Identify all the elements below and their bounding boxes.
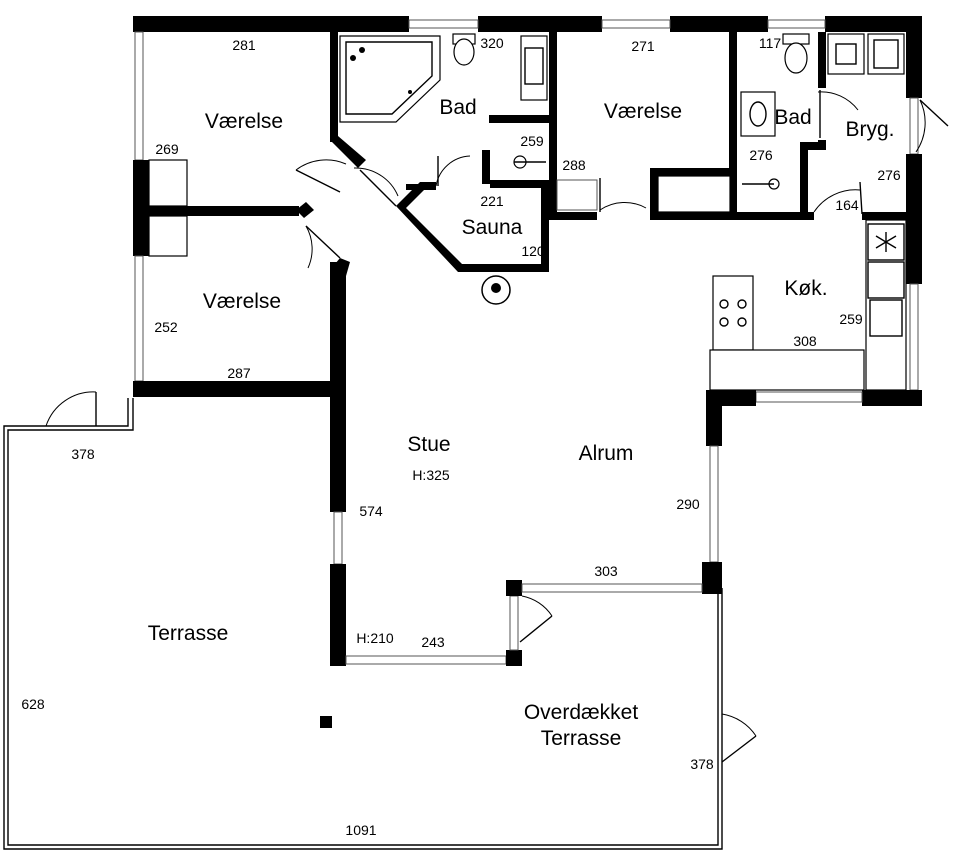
dimension-label: 271: [631, 38, 655, 54]
toilet-small: [782, 33, 810, 74]
room-label-alrum: Alrum: [579, 442, 634, 465]
dimension-label: 1091: [345, 822, 376, 838]
room-label-kok: Køk.: [784, 277, 827, 300]
room-label-stue: Stue: [407, 433, 450, 456]
sink-small: [740, 91, 776, 137]
dimension-label: 308: [793, 333, 817, 349]
dimension-label: 628: [21, 696, 45, 712]
kitchen-island: [709, 349, 865, 391]
terrace-boundary: [3, 398, 723, 850]
wardrobe: [657, 175, 731, 213]
fixtures: [339, 33, 907, 391]
dimension-label: 276: [749, 147, 773, 163]
room-label-bryg: Bryg.: [845, 118, 894, 141]
shower-small-icon: [742, 178, 780, 190]
doors: [45, 90, 949, 763]
room-label-overdaekket-line1: Overdækket: [524, 701, 639, 724]
room-label-sauna: Sauna: [462, 216, 523, 239]
entry-height-label: H:210: [356, 630, 394, 646]
interior-walls: [148, 32, 922, 728]
dimension-label: 290: [676, 496, 700, 512]
dimension-label: 378: [71, 446, 95, 462]
dimension-label: 164: [835, 197, 859, 213]
stove: [712, 275, 754, 351]
exterior-walls: [133, 16, 922, 594]
fireplace-icon: [481, 275, 511, 305]
room-label-terrasse: Terrasse: [148, 622, 229, 645]
washing-machine: [827, 33, 905, 75]
dimension-label: 221: [480, 193, 504, 209]
shower-icon: [513, 155, 546, 169]
bathtub: [339, 35, 441, 123]
room-label-bad-main: Bad: [439, 96, 476, 119]
stue-height-label: H:325: [412, 467, 450, 483]
dimension-label: 259: [839, 311, 863, 327]
room-label-vaerelse-middle: Værelse: [604, 100, 682, 123]
dimension-label: 288: [562, 157, 586, 173]
dimension-label: 281: [232, 37, 256, 53]
dimension-label: 269: [155, 141, 179, 157]
dimension-label: 252: [154, 319, 178, 335]
dimension-label: 303: [594, 563, 618, 579]
dimension-label: 259: [520, 133, 544, 149]
dimension-label: 378: [690, 756, 714, 772]
dimension-label: 574: [359, 503, 383, 519]
room-label-overdaekket-line2: Terrasse: [541, 727, 622, 750]
dimension-label: 117: [759, 35, 782, 51]
sink: [520, 35, 548, 101]
dimension-label: 287: [227, 365, 251, 381]
room-label-vaerelse-bottom-left: Værelse: [203, 290, 281, 313]
dimension-label: 320: [480, 35, 504, 51]
room-label-bad-small: Bad: [774, 106, 811, 129]
room-label-vaerelse-top-left: Værelse: [205, 110, 283, 133]
toilet: [452, 33, 476, 66]
dimension-label: 276: [877, 167, 901, 183]
dimension-label: 243: [421, 634, 445, 650]
kitchen-counter: [865, 219, 907, 391]
dimension-label: 120: [521, 243, 545, 259]
